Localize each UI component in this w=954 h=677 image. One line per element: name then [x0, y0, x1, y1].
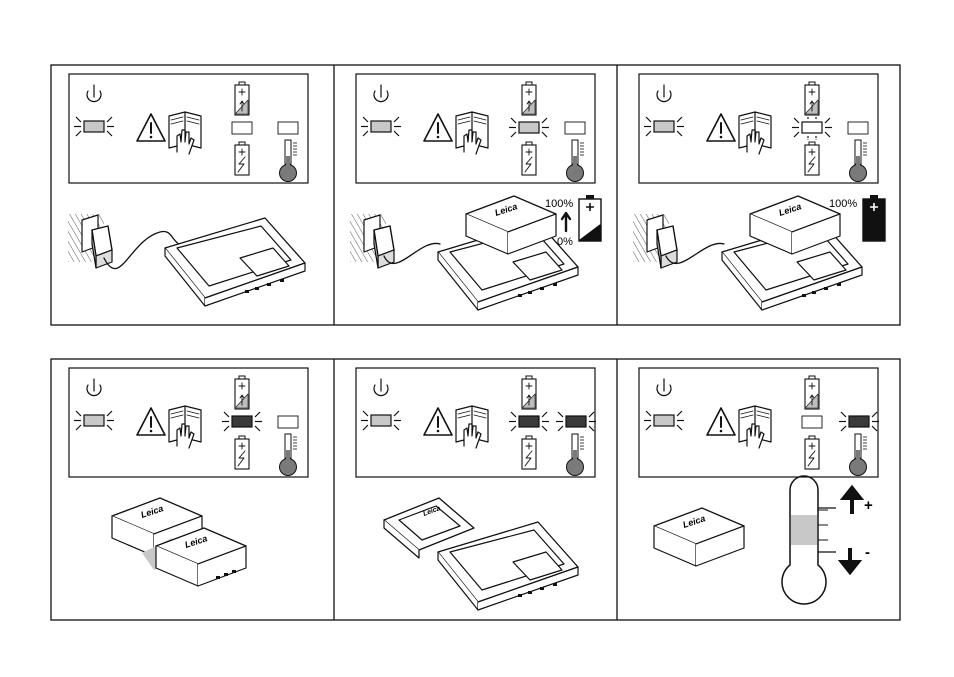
wall-plug	[633, 214, 677, 268]
battery-fault-icon	[805, 142, 819, 175]
temperature-led	[278, 416, 298, 428]
scene-temperature-error: Leica + -	[654, 476, 873, 604]
arrow-up-icon	[844, 488, 860, 514]
temperature-led	[278, 122, 298, 134]
thermometer-large	[782, 476, 836, 604]
status-display	[356, 74, 595, 183]
battery-pack: Leica	[654, 508, 744, 566]
label-plus: +	[864, 497, 873, 514]
battery-charge-icon	[235, 376, 249, 409]
label-minus: -	[865, 544, 870, 561]
status-display	[639, 74, 878, 183]
status-display	[356, 368, 596, 477]
battery-fault-icon	[235, 142, 249, 175]
status-display	[69, 74, 308, 183]
charger-base	[165, 218, 305, 306]
scene-ready	[68, 214, 305, 306]
battery-charge-icon	[522, 376, 536, 409]
temperature-led	[848, 122, 868, 134]
battery-fault-icon	[522, 436, 536, 469]
battery-fault-icon	[805, 436, 819, 469]
battery-full-icon	[863, 195, 885, 241]
charge-led	[802, 416, 822, 428]
temperature-led	[565, 122, 585, 134]
charge-led	[232, 122, 252, 134]
status-display	[639, 368, 879, 477]
label-100: 100%	[545, 198, 573, 210]
battery-level-icon	[579, 195, 601, 241]
battery-charge-icon	[235, 82, 249, 115]
arrow-down-icon	[842, 548, 858, 572]
label-0: 0%	[557, 236, 573, 248]
status-display	[69, 368, 308, 477]
battery-charge-icon	[805, 82, 819, 115]
battery-fault-icon	[522, 142, 536, 175]
label-full: 100%	[829, 198, 857, 210]
battery-fault-icon	[235, 436, 249, 469]
wall-plug	[350, 214, 394, 268]
scene-charger-error: Leica	[384, 498, 578, 610]
battery-charge-icon	[522, 82, 536, 115]
charger-base	[438, 522, 578, 610]
battery-charge-icon	[805, 376, 819, 409]
